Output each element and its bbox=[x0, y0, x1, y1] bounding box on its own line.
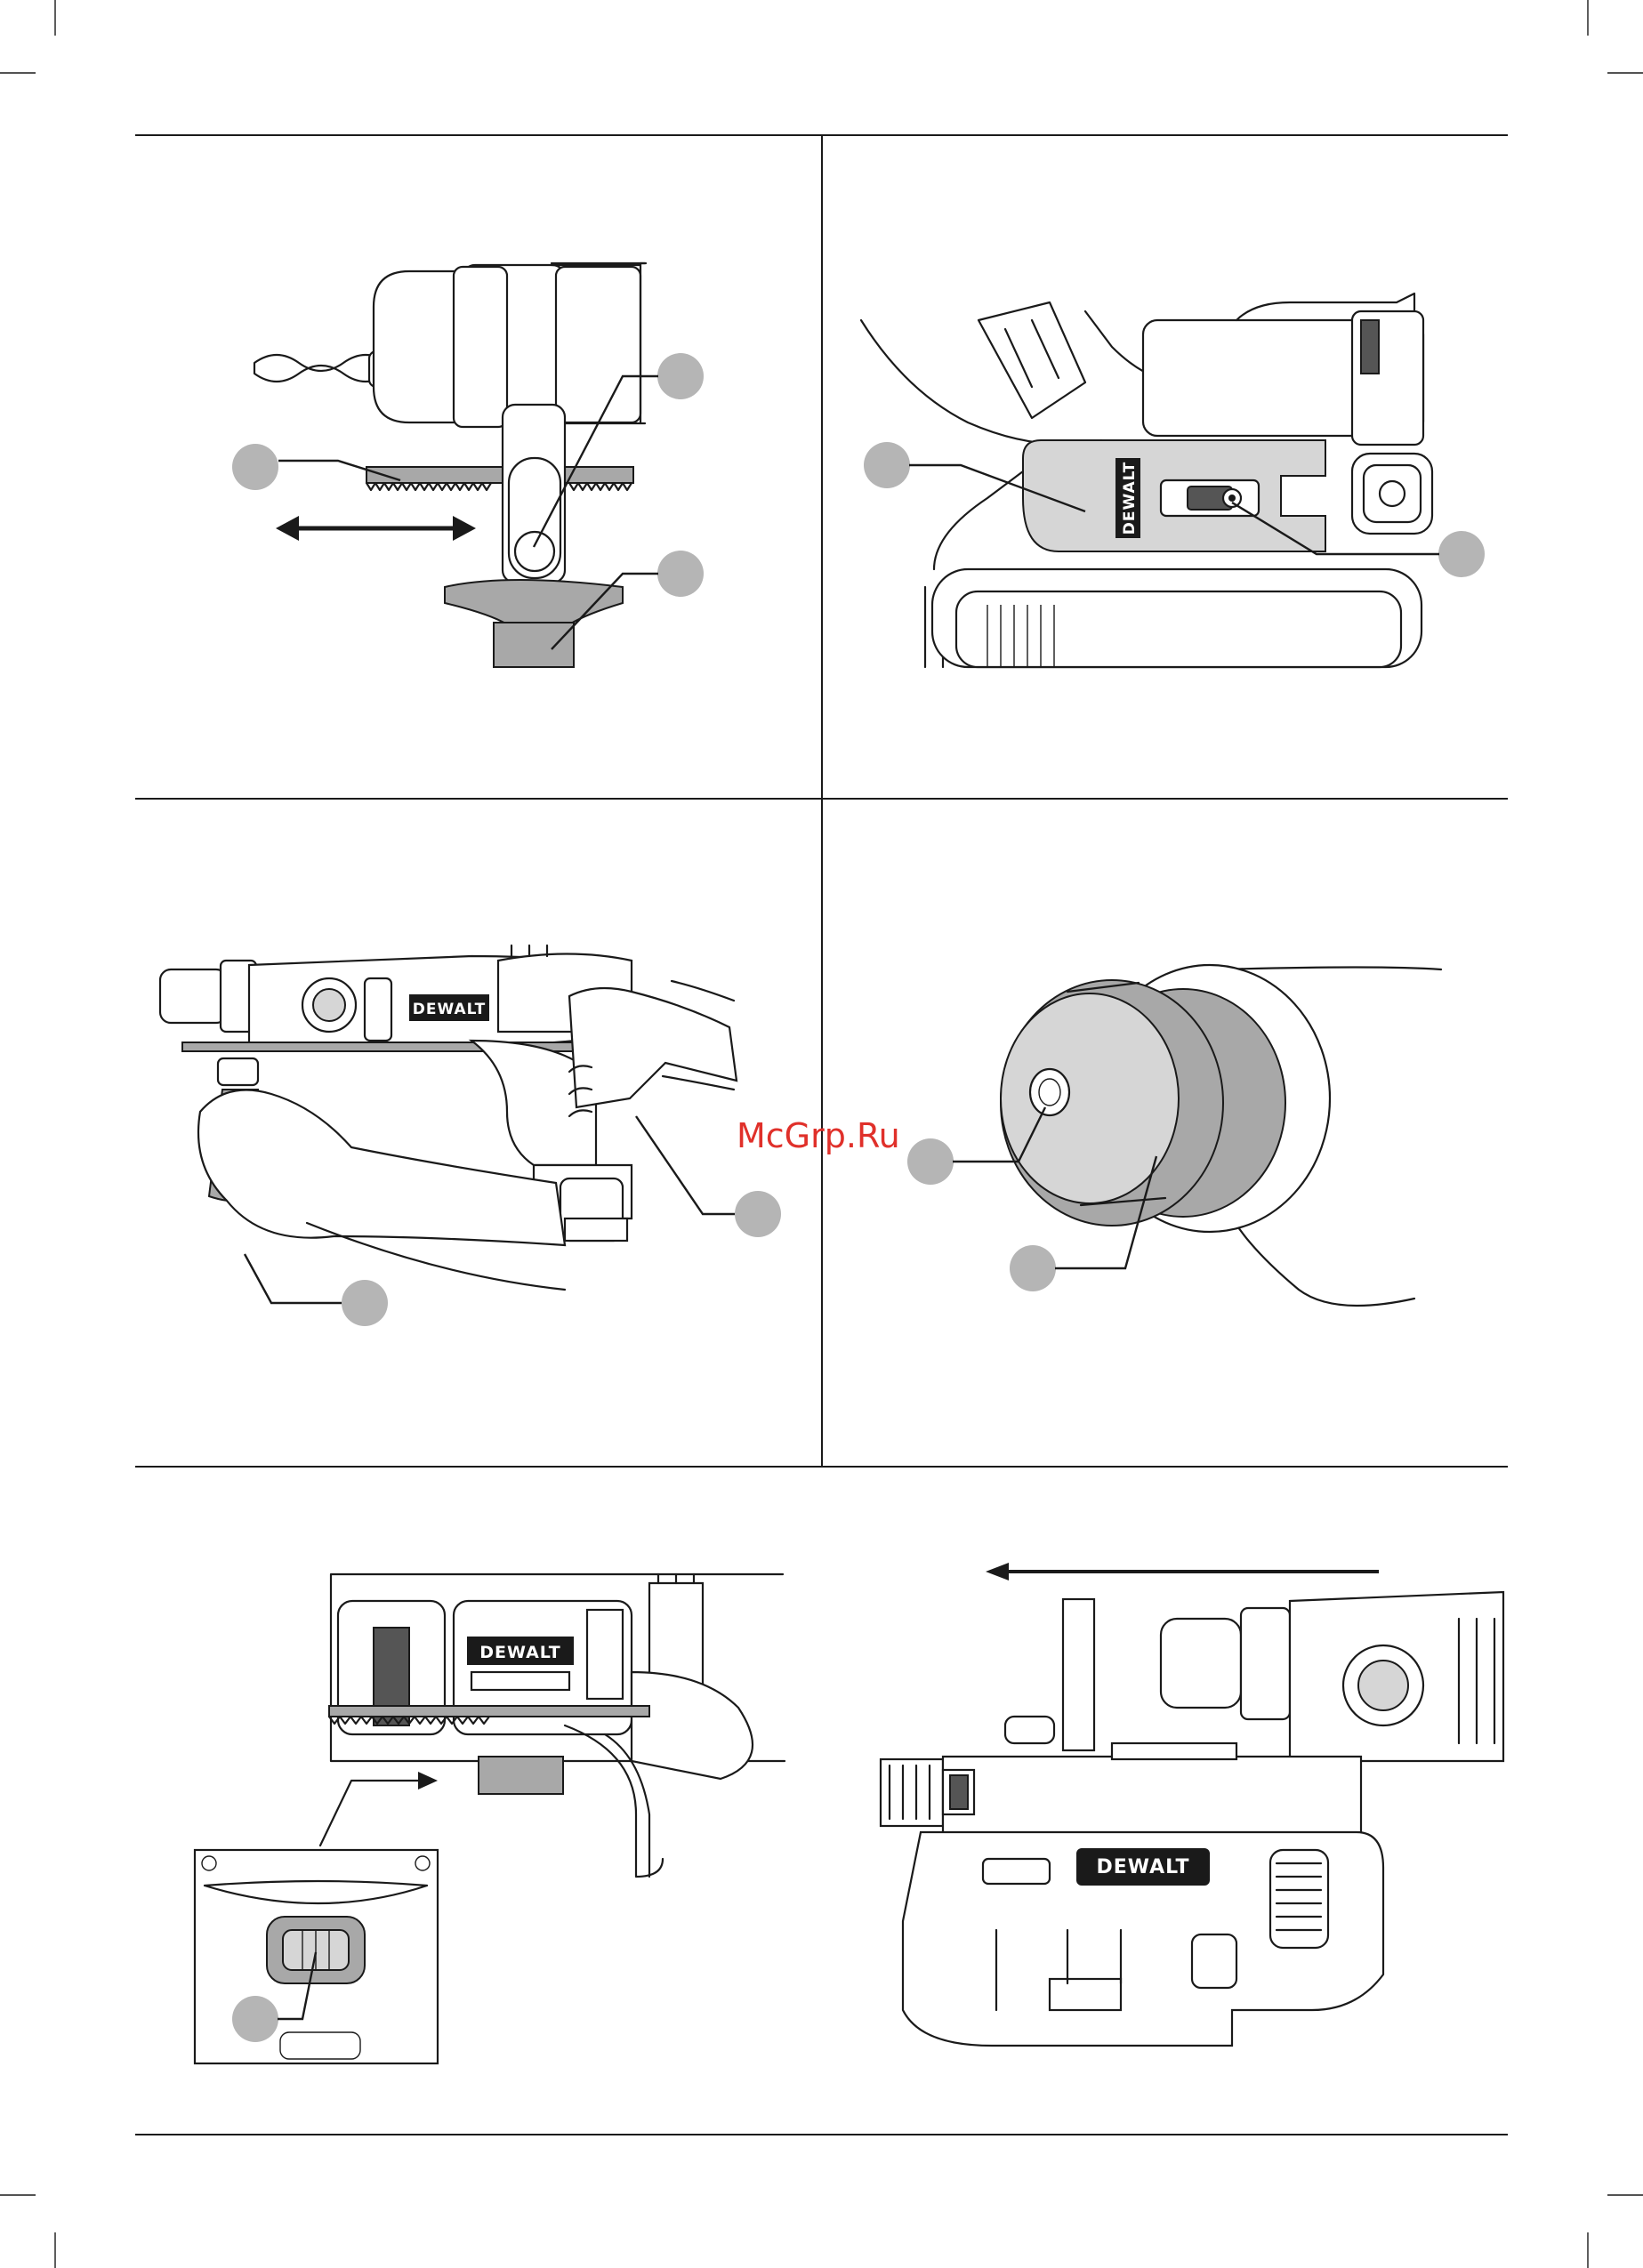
callout-circle bbox=[342, 1280, 388, 1326]
watermark: McGrp.Ru bbox=[737, 1116, 900, 1155]
callout-circle bbox=[1010, 1245, 1056, 1291]
panel-depth-rod bbox=[232, 263, 704, 667]
panel-attach-extractor: DEWALT bbox=[881, 1563, 1503, 2046]
panel-two-hand-grip: DEWALT bbox=[160, 945, 781, 1326]
callout-circle bbox=[907, 1138, 954, 1185]
callout-circle bbox=[232, 444, 278, 490]
panel-release-button: DEWALT bbox=[195, 1574, 785, 2063]
callout-circle bbox=[1438, 531, 1485, 577]
dewalt-logo: DEWALT bbox=[413, 1001, 486, 1018]
panel-chuck: McGrp.Ru bbox=[737, 965, 1441, 1306]
double-arrow bbox=[276, 516, 476, 541]
release-lever bbox=[479, 1757, 563, 1794]
dewalt-logo: DEWALT bbox=[1097, 1856, 1190, 1878]
callout-circle bbox=[735, 1191, 781, 1237]
dewalt-logo: DEWALT bbox=[1121, 462, 1139, 535]
callout-circle bbox=[657, 551, 704, 597]
callout-circle bbox=[232, 1996, 278, 2042]
dewalt-logo: DEWALT bbox=[479, 1643, 560, 1662]
callout-circle bbox=[864, 442, 910, 488]
panel-extractor-plate: DEWALT bbox=[861, 294, 1485, 667]
depth-rod bbox=[366, 467, 633, 490]
callout-circle bbox=[657, 353, 704, 399]
